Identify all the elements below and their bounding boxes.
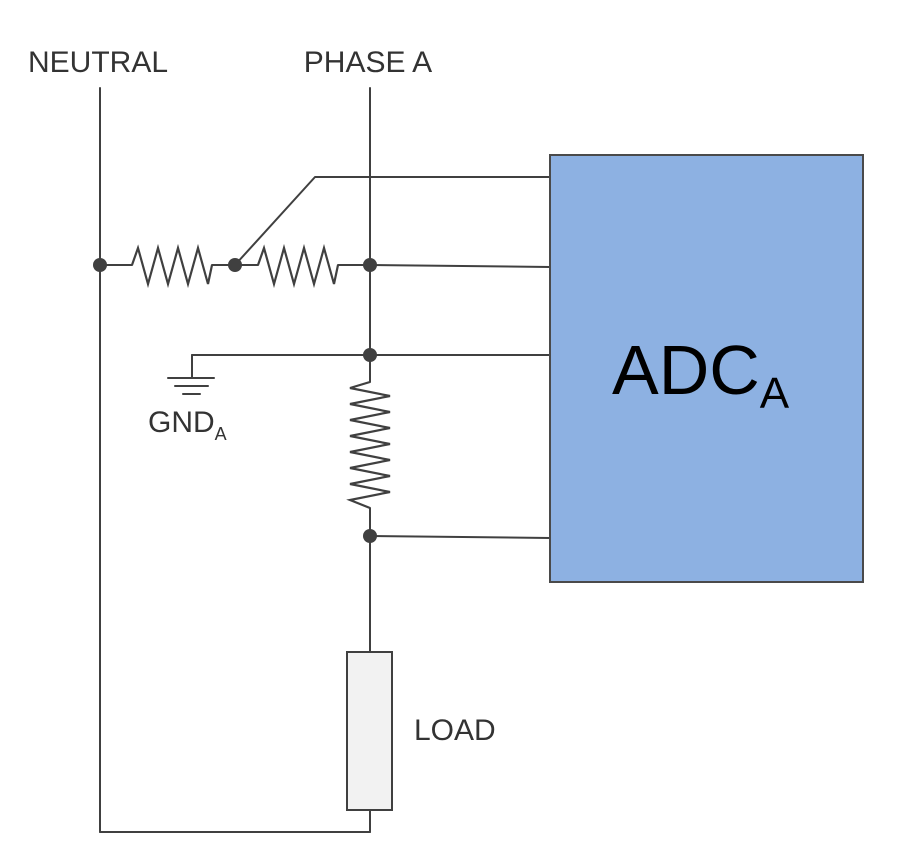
phase-junction-node [363, 258, 377, 272]
shunt-resistor [346, 380, 391, 510]
neutral-label: NEUTRAL [28, 46, 168, 79]
phase-node-to-adc [369, 264, 551, 268]
shunt-bottom-to-adc [369, 535, 551, 539]
load-element [346, 651, 393, 811]
ground-icon [167, 377, 215, 395]
shunt-top-node [363, 348, 377, 362]
divider-resistor-2 [256, 243, 340, 289]
divider-resistor-1 [130, 243, 214, 289]
divider-tap-node [228, 258, 242, 272]
phase-a-label: PHASE A [304, 46, 432, 79]
adc-a-label: ADCA [612, 331, 790, 418]
shunt-bottom-node [363, 529, 377, 543]
adc-block [549, 154, 864, 583]
divider-tap-to-adc [234, 176, 551, 266]
load-label: LOAD [414, 714, 496, 747]
gnd-a-label: GNDA [148, 406, 227, 444]
neutral-junction-node [93, 258, 107, 272]
